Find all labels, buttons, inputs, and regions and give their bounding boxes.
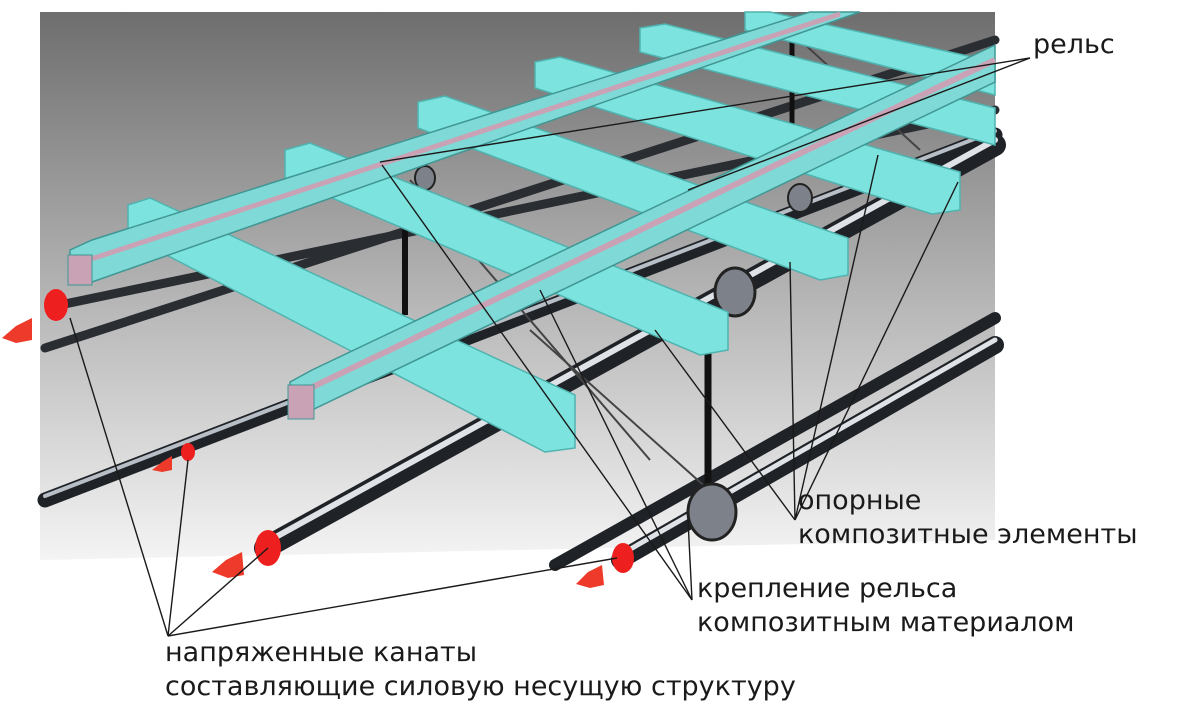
leader-support: [654, 329, 796, 521]
rail-right-groove: [300, 57, 997, 395]
label-support-line1: опорные: [798, 485, 922, 516]
tension-arrow: [152, 456, 172, 472]
cable-front-1: [254, 134, 1006, 559]
rail-left-end: [67, 254, 93, 286]
label-cables-line1: напряженные канаты: [165, 637, 478, 668]
cable-end: [44, 289, 68, 321]
tension-markers: [2, 289, 634, 588]
sleeper: [417, 95, 849, 281]
tension-arrow: [2, 318, 32, 343]
leader-fastening: [539, 289, 693, 601]
cable-front-3: [611, 336, 1004, 569]
label-support-elements: опорные композитные элементы: [798, 484, 1138, 552]
leader-lines: [69, 57, 1031, 637]
label-fastening-line1: крепление рельса: [697, 573, 958, 604]
clamp: [787, 183, 813, 213]
leader-cables: [167, 459, 189, 637]
support-brace: [529, 329, 721, 501]
leader-rail: [379, 57, 1031, 163]
fastening-clamps: [414, 165, 813, 542]
rail-right-end: [287, 384, 315, 420]
rails: [67, 11, 997, 420]
label-rail: рельс: [1033, 29, 1115, 60]
leader-cables: [69, 317, 169, 637]
leader-fastening: [687, 519, 693, 601]
cable-front-1-hl: [262, 137, 998, 546]
label-cables-line2: составляющие силовую несущую структуру: [165, 671, 796, 702]
leader-support: [794, 181, 959, 521]
cable-end: [181, 443, 195, 461]
label-support-line2: композитные элементы: [798, 519, 1138, 550]
label-fastening-line2: композитным материалом: [697, 607, 1075, 638]
sleepers: [127, 11, 996, 453]
label-rail-fastening: крепление рельса композитным материалом: [697, 572, 1075, 640]
cable-mid-left: [37, 127, 1003, 508]
leader-support: [789, 261, 796, 521]
leader-cables: [167, 547, 269, 637]
sleeper: [534, 56, 961, 215]
cable-front-2: [549, 312, 1001, 571]
cable-mid-left-hl: [43, 129, 997, 498]
leader-rail: [687, 57, 1031, 191]
rail-left-groove: [81, 11, 841, 265]
tension-arrow: [576, 565, 604, 588]
cables: [37, 35, 1006, 571]
leader-cables: [167, 557, 618, 637]
cable-front-3-hl: [617, 337, 998, 558]
leader-support: [794, 154, 879, 521]
clamp: [713, 266, 757, 318]
cable-end: [612, 543, 634, 573]
clamp: [686, 482, 738, 542]
tension-arrow: [212, 552, 244, 578]
leader-fastening: [381, 164, 693, 601]
label-tensioned-cables: напряженные канаты составляющие силовую …: [165, 636, 796, 704]
